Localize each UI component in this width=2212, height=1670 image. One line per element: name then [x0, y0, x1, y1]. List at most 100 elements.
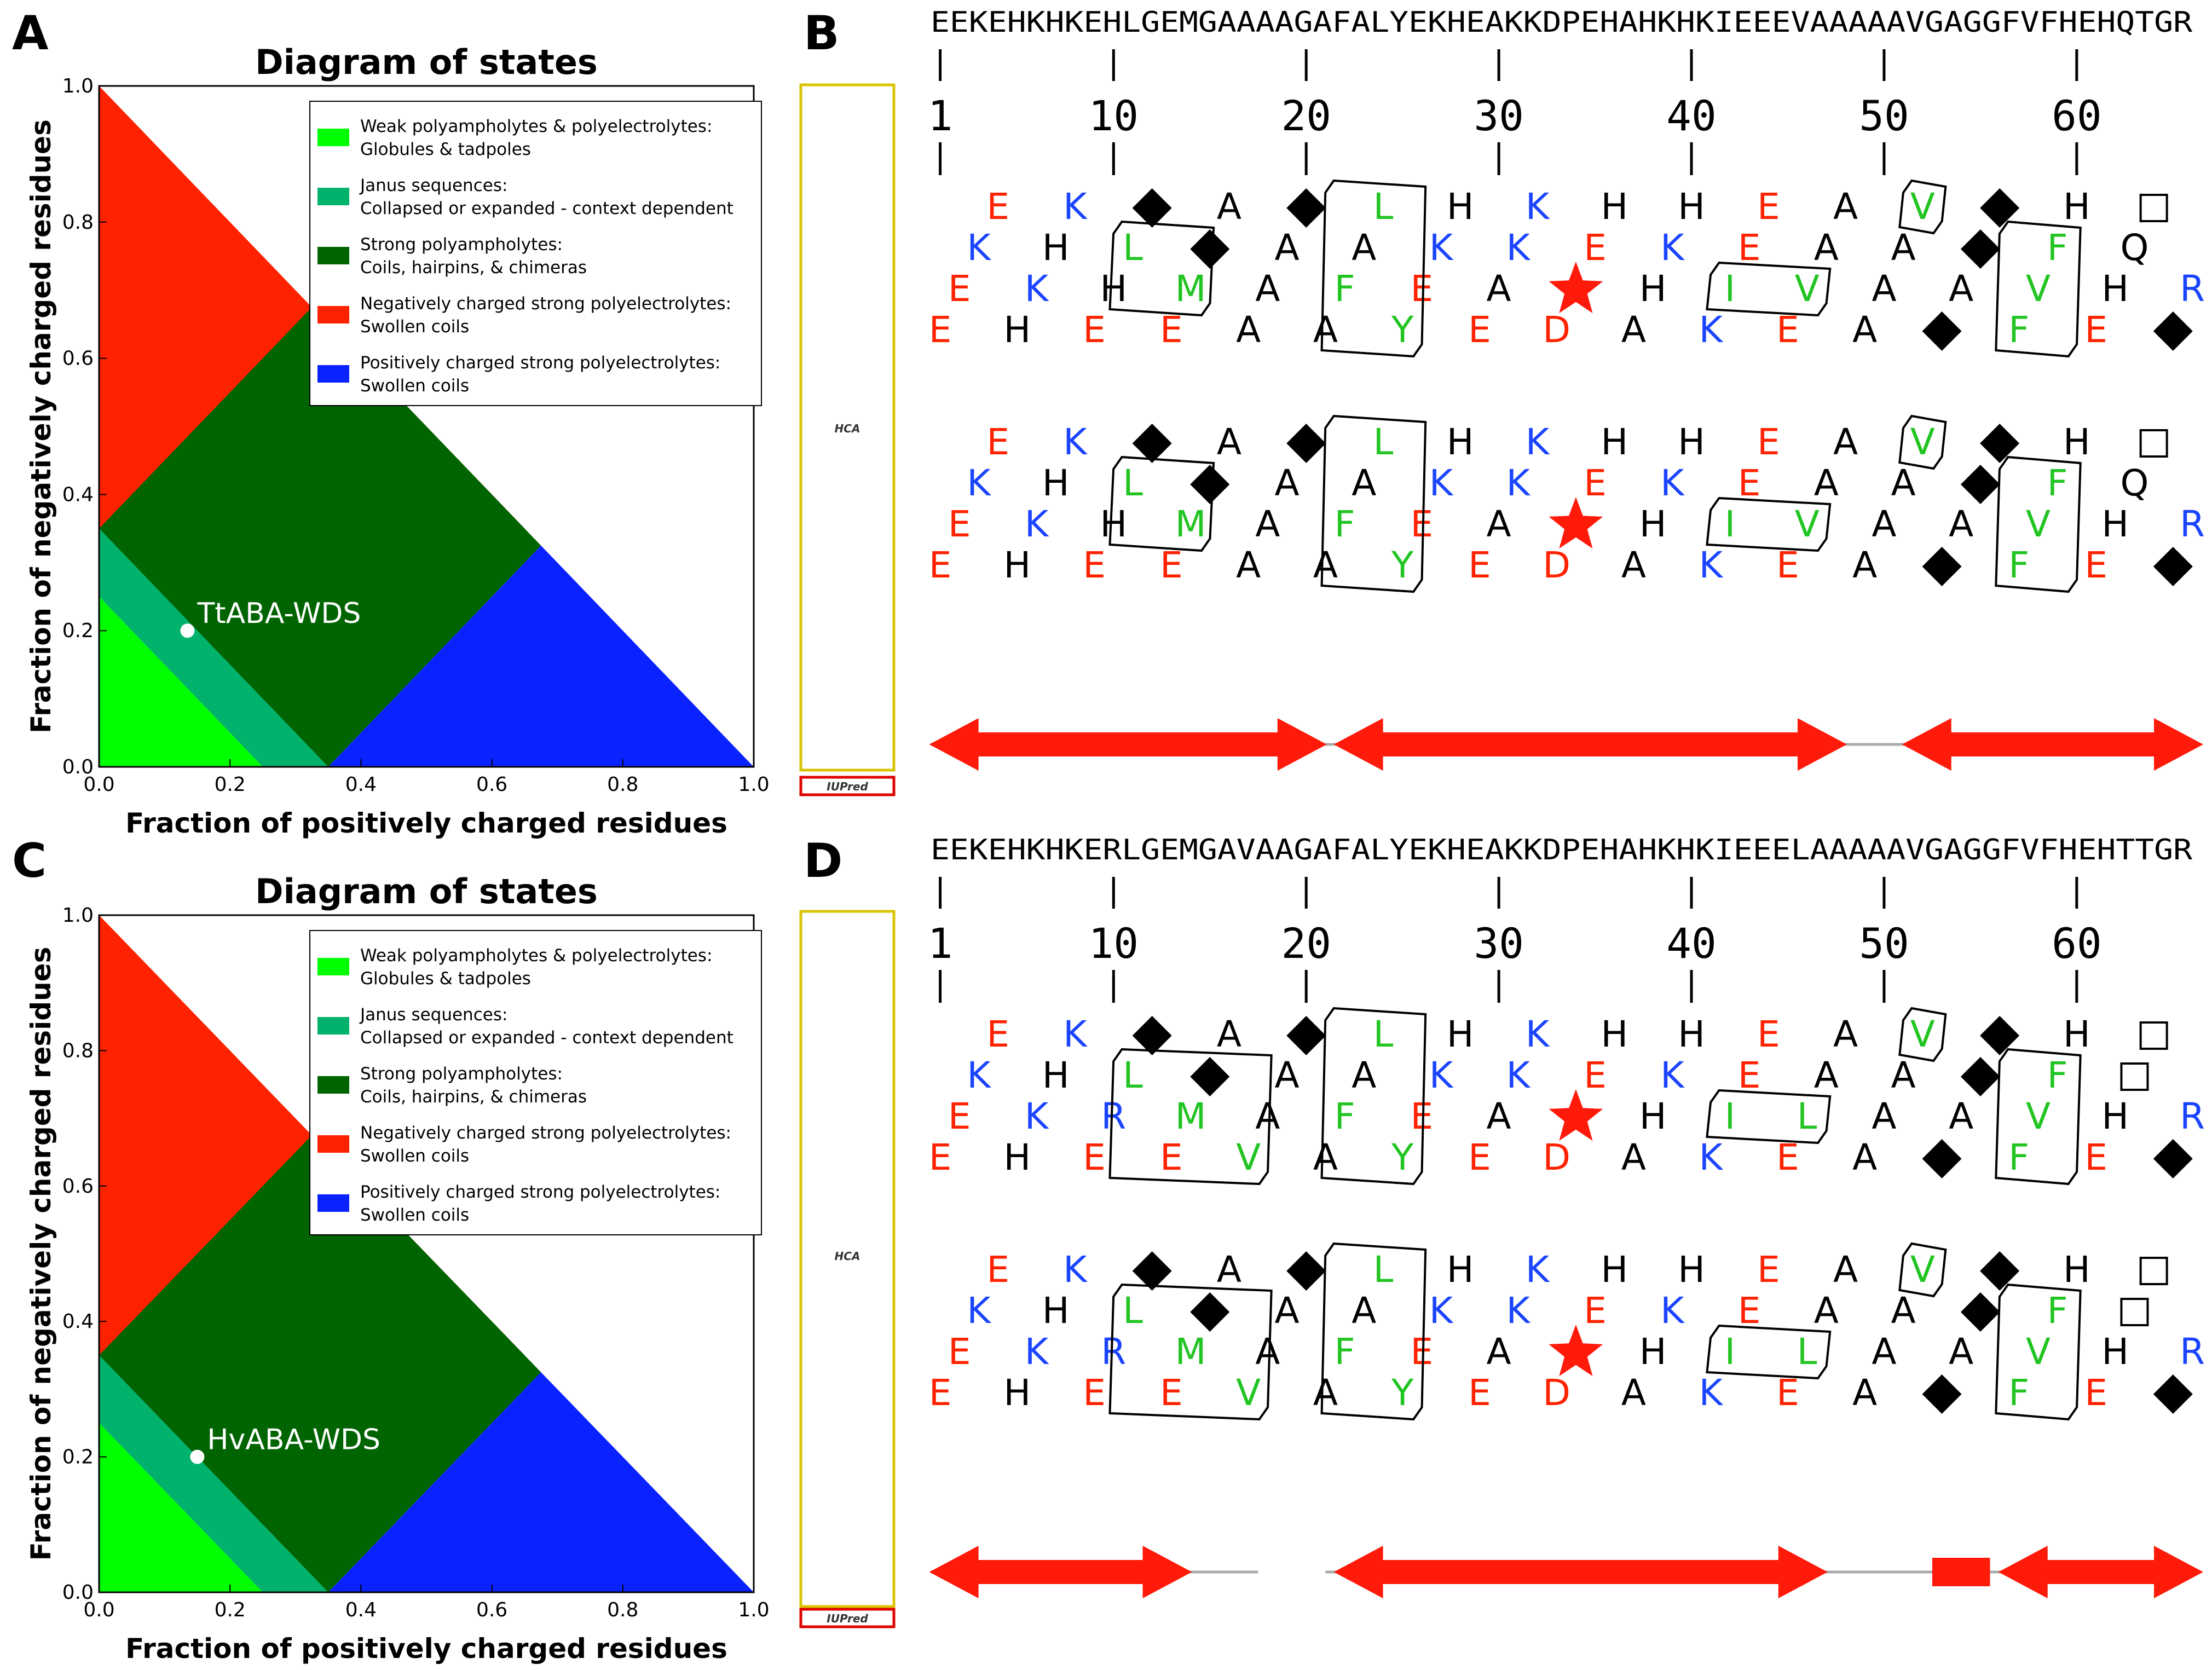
residue-letter: E — [1468, 1136, 1491, 1178]
glycine-diamond — [1190, 1057, 1230, 1096]
plot-frame — [98, 85, 755, 768]
threonine-square — [2139, 1257, 2168, 1285]
glycine-diamond — [1980, 188, 2020, 228]
residue-letter: K — [1429, 462, 1454, 504]
ruler-label: 20 — [1281, 91, 1331, 140]
hydrophobic-cluster-outline — [1320, 1242, 1427, 1421]
ruler-label: 50 — [1859, 91, 1909, 140]
residue-letter: V — [1236, 1372, 1261, 1414]
hydrophobic-cluster-outline — [1898, 414, 1947, 470]
residue-letter: M — [1175, 503, 1206, 545]
glycine-diamond — [2153, 311, 2193, 351]
residue-letter: H — [1042, 1054, 1070, 1096]
residue-letter: A — [1872, 1331, 1896, 1373]
residue-letter: A — [1891, 1290, 1916, 1332]
residue-letter: F — [2008, 544, 2029, 586]
residue-letter: A — [1621, 1372, 1646, 1414]
residue-letter: V — [1236, 1136, 1261, 1178]
glycine-diamond — [1132, 188, 1172, 228]
x-tick-label: 0.2 — [215, 773, 246, 796]
ruler-label: 50 — [1859, 919, 1909, 968]
residue-letter: H — [1639, 1331, 1667, 1373]
residue-letter: A — [1352, 1290, 1376, 1332]
residue-letter: A — [1814, 227, 1839, 269]
residue-letter: A — [1621, 309, 1646, 351]
hca-plot-d: EEKEHKHKERLGEMGAVAAGAFALYEKHEAKKDPEHAHKH… — [928, 834, 2205, 1598]
x-tick-label: 1.0 — [738, 1599, 769, 1621]
legend-frame — [309, 101, 762, 406]
residue-letter: L — [1373, 1013, 1394, 1055]
legend-swatch-strong — [317, 247, 349, 264]
ruler-label: 40 — [1666, 91, 1717, 140]
residue-letter: F — [2008, 309, 2029, 351]
residue-letter: V — [1795, 503, 1820, 545]
residue-letter: H — [1601, 1013, 1628, 1055]
legend-entry-title: Weak polyampholytes & polyelectrolytes: — [360, 117, 712, 136]
legend-entry-title: Strong polyampholytes: — [360, 235, 563, 255]
x-tick-label: 0.0 — [83, 773, 114, 796]
residue-letter: K — [1063, 1013, 1088, 1055]
residue-letter: A — [1217, 186, 1241, 228]
residue-letter: K — [967, 462, 991, 504]
legend-entry-subtitle: Swollen coils — [360, 1205, 469, 1225]
residue-letter: E — [1160, 1136, 1183, 1178]
legend-entry-subtitle: Coils, hairpins, & chimeras — [360, 258, 587, 278]
hydrophobic-cluster-outline — [1706, 1324, 1832, 1380]
residue-letter: R — [1101, 1331, 1126, 1373]
residue-letter: E — [1083, 309, 1106, 351]
legend-swatch-strong — [317, 1076, 349, 1094]
disorder-region-arrow — [929, 1546, 1192, 1598]
glycine-diamond — [1286, 1251, 1326, 1291]
residue-letter: A — [1621, 1136, 1646, 1178]
y-tick-label: 0.4 — [62, 483, 94, 506]
residue-letter: K — [1699, 1372, 1724, 1414]
region-positive — [328, 545, 754, 767]
hydrophobic-cluster-outline — [1706, 1089, 1832, 1145]
residue-letter: F — [1335, 1331, 1355, 1373]
residue-letter: H — [1004, 1136, 1031, 1178]
sequence-line: EEKEHKHKERLGEMGAVAAGAFALYEKHEAKKDPEHAHKH… — [931, 834, 2193, 866]
residue-letter: F — [1335, 268, 1355, 310]
legend-entry-title: Strong polyampholytes: — [360, 1064, 563, 1084]
region-janus — [99, 528, 328, 767]
residue-letter: V — [2026, 1095, 2051, 1137]
residue-letter: K — [1699, 544, 1724, 586]
legend-swatch-negative — [317, 1135, 349, 1153]
y-tick-label: 0.4 — [62, 1310, 94, 1333]
residue-letter: E — [1083, 1136, 1106, 1178]
residue-letter: K — [1660, 1054, 1685, 1096]
hydrophobic-cluster-outline — [1108, 1048, 1273, 1186]
residue-letter: E — [1083, 544, 1106, 586]
residue-letter: A — [1814, 462, 1839, 504]
residue-letter: A — [1949, 268, 1973, 310]
y-tick-label: 1.0 — [62, 75, 94, 97]
residue-letter: D — [1543, 1136, 1570, 1178]
residue-letter: H — [1004, 544, 1031, 586]
residue-letter: A — [1255, 1331, 1280, 1373]
residue-letter: E — [1738, 462, 1761, 504]
residue-letter: A — [1313, 1372, 1338, 1414]
glycine-diamond — [1922, 547, 1962, 586]
protein-point-label: TtABA-WDS — [197, 597, 361, 630]
residue-letter: A — [1872, 1095, 1896, 1137]
proline-star — [1549, 262, 1603, 314]
glycine-diamond — [1190, 229, 1230, 269]
disorder-region-arrow — [929, 718, 1327, 771]
disorder-gap — [1258, 1568, 1326, 1576]
ruler-label: 60 — [2052, 91, 2102, 140]
residue-letter: H — [2063, 1249, 2090, 1291]
residue-letter: V — [2026, 268, 2051, 310]
residue-letter: E — [1738, 227, 1761, 269]
hydrophobic-cluster-outline — [1995, 1283, 2082, 1421]
y-tick-label: 0.8 — [62, 211, 94, 234]
ruler-label: 30 — [1474, 919, 1524, 968]
residue-letter: H — [2101, 268, 2129, 310]
residue-letter: A — [1949, 1095, 1973, 1137]
residue-letter: A — [1833, 421, 1858, 463]
legend-entry-subtitle: Coils, hairpins, & chimeras — [360, 1087, 587, 1107]
x-tick-label: 0.4 — [345, 773, 377, 796]
residue-letter: Y — [1391, 1136, 1414, 1178]
x-tick-label: 0.4 — [345, 1599, 377, 1621]
residue-letter: Y — [1391, 1372, 1414, 1414]
